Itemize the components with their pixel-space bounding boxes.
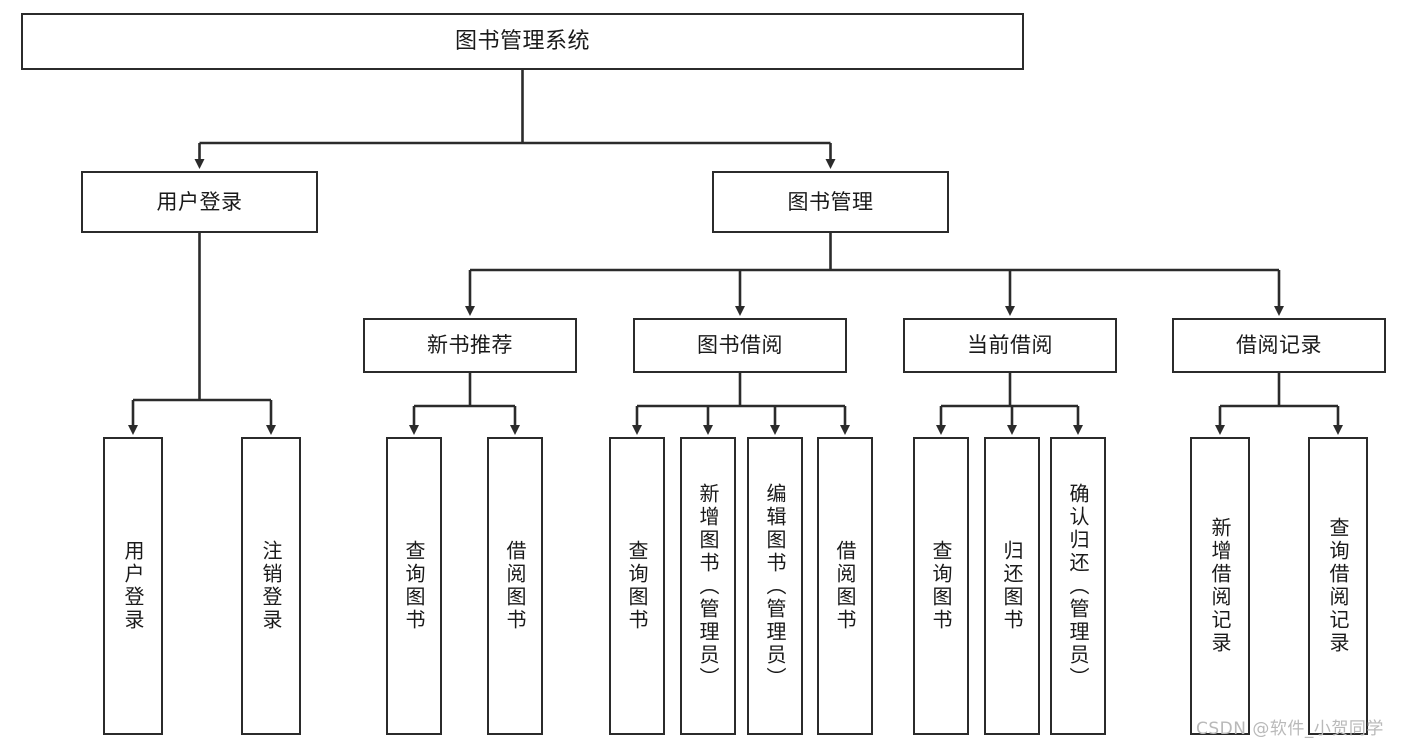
node-label: 新增图书（管理员） [696,482,720,690]
node-label: 查询图书 [929,540,953,632]
node-leaf-query-book-3[interactable]: 查询图书 [913,437,969,735]
node-leaf-query-borrow-record[interactable]: 查询借阅记录 [1308,437,1368,735]
node-book-borrow[interactable]: 图书借阅 [633,318,847,373]
node-label: 查询图书 [402,540,426,632]
node-user-login[interactable]: 用户登录 [81,171,318,233]
node-label: 当前借阅 [967,333,1053,358]
node-label: 归还图书 [1000,540,1024,632]
node-label: 借阅图书 [833,540,857,632]
node-label: 借阅记录 [1236,333,1322,358]
node-borrow-record[interactable]: 借阅记录 [1172,318,1386,373]
node-label: 用户登录 [156,189,243,214]
node-leaf-borrow-book-1[interactable]: 借阅图书 [487,437,543,735]
node-label: 图书借阅 [697,333,783,358]
node-label: 编辑图书（管理员） [763,482,787,690]
node-label: 借阅图书 [503,540,527,632]
node-leaf-query-book-2[interactable]: 查询图书 [609,437,665,735]
node-leaf-user-login[interactable]: 用户登录 [103,437,163,735]
node-label: 图书管理 [787,189,874,214]
node-leaf-add-book-admin[interactable]: 新增图书（管理员） [680,437,736,735]
node-label: 注销登录 [259,540,283,632]
node-leaf-confirm-return-admin[interactable]: 确认归还（管理员） [1050,437,1106,735]
node-leaf-return-book[interactable]: 归还图书 [984,437,1040,735]
node-label: 新书推荐 [427,333,513,358]
node-leaf-user-logout[interactable]: 注销登录 [241,437,301,735]
node-leaf-query-book-1[interactable]: 查询图书 [386,437,442,735]
node-label: 用户登录 [121,540,145,632]
node-label: 新增借阅记录 [1208,517,1232,655]
node-leaf-add-borrow-record[interactable]: 新增借阅记录 [1190,437,1250,735]
node-label: 确认归还（管理员） [1066,482,1090,690]
node-new-book-recommend[interactable]: 新书推荐 [363,318,577,373]
node-label: 查询借阅记录 [1326,517,1350,655]
node-leaf-edit-book-admin[interactable]: 编辑图书（管理员） [747,437,803,735]
node-book-manage[interactable]: 图书管理 [712,171,949,233]
node-root[interactable]: 图书管理系统 [21,13,1024,70]
node-leaf-borrow-book-2[interactable]: 借阅图书 [817,437,873,735]
node-label: 图书管理系统 [454,28,590,54]
node-label: 查询图书 [625,540,649,632]
node-current-borrow[interactable]: 当前借阅 [903,318,1117,373]
